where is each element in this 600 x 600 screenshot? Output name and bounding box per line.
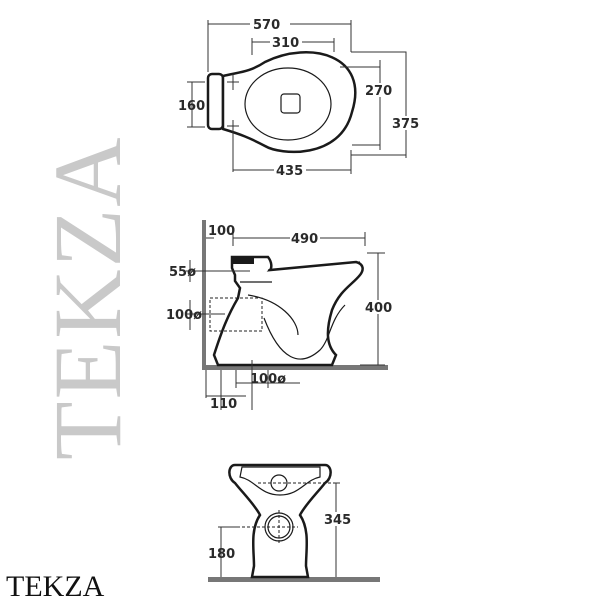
dim-400: 400	[365, 301, 392, 316]
dim-100-diameter-floor: 100ø	[250, 372, 286, 387]
dim-345: 345	[324, 513, 351, 528]
dim-160: 160	[178, 99, 205, 114]
toilet-front-outline	[228, 463, 332, 579]
dim-310: 310	[272, 36, 299, 51]
dim-270: 270	[365, 84, 392, 99]
dim-490: 490	[291, 232, 318, 247]
wall	[202, 220, 206, 370]
dim-110: 110	[210, 397, 237, 412]
top-view: 570 310 270 375 160 435	[178, 17, 421, 179]
dim-180: 180	[208, 547, 235, 562]
brand-logo: TEKZA	[6, 570, 105, 600]
front-view: 345 180	[208, 463, 380, 582]
dim-100-diameter-wall: 100ø	[166, 308, 202, 323]
floor	[202, 365, 388, 370]
side-view: 490 100 55ø 100ø 400 100ø 110	[166, 220, 394, 412]
dim-435: 435	[276, 164, 303, 179]
seat-hinge	[206, 72, 225, 131]
dim-570: 570	[253, 18, 280, 33]
dim-55-diameter: 55ø	[169, 265, 196, 280]
watermark: TEKZA	[34, 135, 141, 460]
dim-375: 375	[392, 117, 419, 132]
seat-outline	[221, 51, 357, 154]
floor-front	[208, 577, 380, 582]
dim-100-wall: 100	[208, 224, 235, 239]
